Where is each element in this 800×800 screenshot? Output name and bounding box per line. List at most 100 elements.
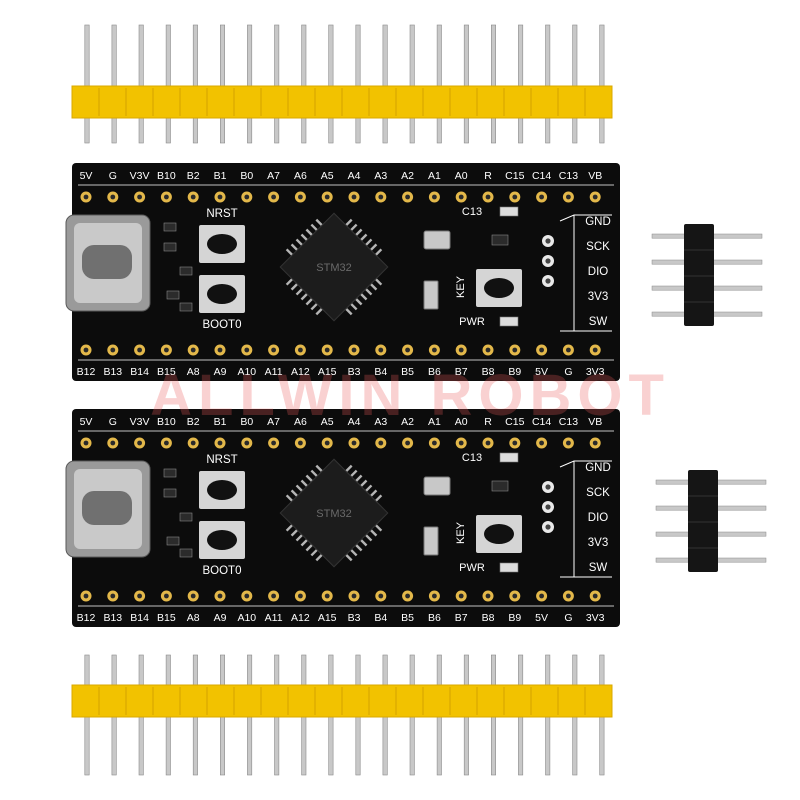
swd-label: SCK — [586, 487, 610, 499]
pin-label: VB — [588, 170, 602, 182]
pad-hole — [378, 347, 384, 353]
swd-outline — [559, 214, 612, 332]
key-button — [476, 515, 522, 553]
chip-body — [279, 458, 389, 568]
pad-hole — [512, 593, 518, 599]
pad-hole — [324, 347, 330, 353]
pin-label: R — [484, 416, 492, 428]
header-pin — [84, 24, 90, 144]
pad-hole — [271, 440, 276, 446]
pad-hole — [298, 194, 303, 200]
pad-hole — [110, 593, 116, 599]
swd-label: GND — [585, 216, 611, 228]
header-pin — [274, 24, 280, 144]
top-pin-header — [71, 24, 613, 144]
label-pwr: PWR — [459, 562, 485, 574]
pad-hole — [405, 593, 410, 599]
pad-hole — [432, 347, 437, 353]
pin-label: C15 — [505, 170, 524, 182]
header-pin — [301, 24, 307, 144]
bottom-pin-header — [71, 654, 613, 776]
pad-hole — [137, 347, 142, 353]
smd-component — [179, 302, 193, 312]
pin-label: B15 — [157, 612, 176, 624]
swd-label: DIO — [588, 266, 609, 278]
header-pin — [572, 24, 578, 144]
top-pads — [80, 191, 601, 203]
header-pin — [490, 24, 496, 144]
pad-hole — [378, 593, 384, 599]
button-cap — [484, 278, 514, 298]
pin-label: 5V — [80, 170, 93, 182]
swd-pad-hole — [545, 278, 551, 284]
pin-label: B10 — [157, 416, 176, 428]
button-label-key: KEY — [455, 521, 467, 544]
pin-label: B13 — [103, 366, 122, 378]
pad-hole — [271, 194, 276, 200]
led-c13 — [499, 206, 519, 217]
pad-hole — [324, 593, 330, 599]
header-pin — [436, 24, 442, 144]
header-pin — [192, 24, 198, 144]
pad-hole — [351, 194, 357, 200]
pin-label: A1 — [428, 416, 441, 428]
smd-component — [179, 512, 193, 522]
crystal — [423, 476, 451, 496]
pin-label: A12 — [291, 612, 310, 624]
pin-label: B8 — [482, 612, 495, 624]
pin-label: A6 — [294, 416, 307, 428]
pad-hole — [110, 440, 116, 446]
pad-hole — [566, 347, 571, 353]
button-cap — [207, 284, 237, 304]
pad-hole — [566, 194, 571, 200]
pad-hole — [485, 347, 491, 353]
pin-label: B7 — [455, 366, 468, 378]
pin-label: A0 — [455, 416, 468, 428]
pad-hole — [351, 440, 357, 446]
smd-component — [491, 480, 509, 492]
chip-body — [279, 212, 389, 322]
pin-label: B12 — [77, 366, 96, 378]
swd-label: SW — [589, 562, 608, 574]
pad-hole — [592, 194, 598, 200]
pad-hole — [164, 347, 169, 353]
pin-label: A7 — [267, 170, 280, 182]
pad-hole — [244, 194, 250, 200]
pin-label: B3 — [348, 366, 361, 378]
pad-hole — [405, 440, 410, 446]
pin-label: A7 — [267, 416, 280, 428]
pad-hole — [566, 440, 571, 446]
swd-label: 3V3 — [588, 537, 608, 549]
bottom-pads — [80, 344, 601, 356]
pad-hole — [137, 194, 142, 200]
nrst-button — [199, 471, 245, 509]
pad-hole — [512, 440, 518, 446]
pad-hole — [83, 593, 89, 599]
pad-hole — [485, 593, 491, 599]
pad-hole — [137, 593, 142, 599]
swd-label: GND — [585, 462, 611, 474]
pad-hole — [592, 440, 598, 446]
pin-label: 3V3 — [586, 612, 605, 624]
header-pin — [409, 24, 415, 144]
pad-hole — [512, 194, 518, 200]
top-pads — [80, 437, 601, 449]
pad-hole — [458, 347, 464, 353]
pin-label: B9 — [508, 366, 521, 378]
header-pin — [545, 24, 551, 144]
pad-hole — [110, 194, 116, 200]
smd-component — [166, 536, 180, 546]
pin-label: B5 — [401, 612, 414, 624]
crystal-small — [423, 280, 439, 310]
pad-hole — [592, 593, 598, 599]
pad-hole — [405, 347, 410, 353]
pad-hole — [83, 347, 89, 353]
pad-hole — [110, 347, 116, 353]
pin-label: A15 — [318, 612, 337, 624]
pad-hole — [405, 194, 410, 200]
